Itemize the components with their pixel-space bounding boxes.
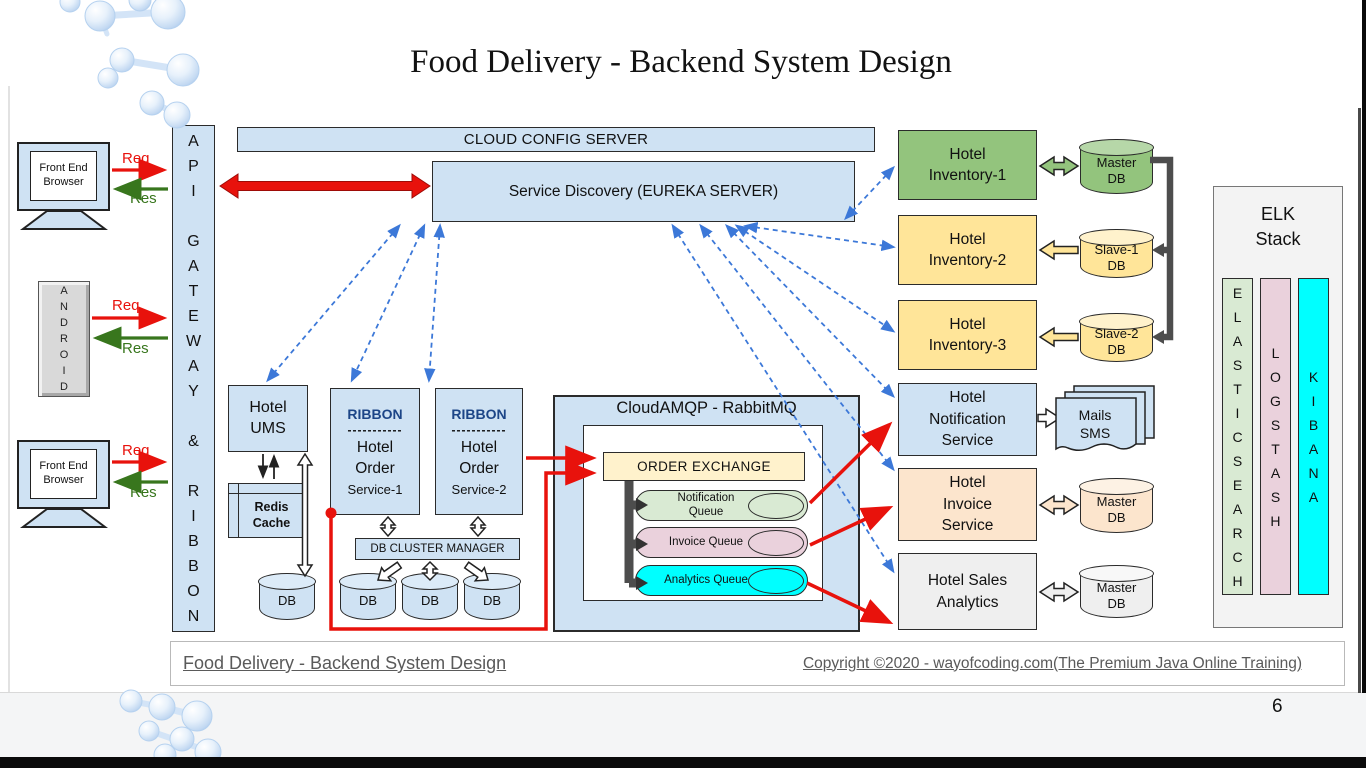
service-discovery-eureka: Service Discovery (EUREKA SERVER) [432,161,855,222]
front-end-browser-2-label: Front End Browser [30,449,97,499]
db-label: Master DB [1096,493,1137,525]
monitor-stand-1 [20,210,108,230]
hotel-inventory-2: Hotel Inventory-2 [898,215,1037,285]
api-gateway-ribbon-label: A P I G A T E W A Y & R I B B O N [185,132,202,625]
order-db-cylinder-2: DB [401,573,459,620]
invoice-master-db: Master DB [1079,478,1154,533]
req-label-1: Req [122,150,150,167]
res-label-3: Res [130,484,157,501]
hotel-ums: Hotel UMS [228,385,308,452]
slave1-inv2-arrow [1038,239,1079,261]
queue-inner-ellipse [748,529,804,556]
db-cluster-manager: DB CLUSTER MANAGER [355,538,520,560]
db-label: DB [358,592,378,608]
front-end-browser-1-label: Front End Browser [30,151,97,201]
notification-mails-arrow [1037,407,1062,429]
kibana-label: K I B A N A [1308,368,1319,505]
service2-manager-arrow [469,515,487,538]
db-label: Slave-1 DB [1094,241,1139,273]
service1-manager-arrow [379,515,397,538]
ribbon-label: RIBBON [451,406,507,423]
order-exchange: ORDER EXCHANGE [603,452,805,481]
ribbon-divider: ----------- [451,423,507,438]
api-gateway-ribbon-bar: A P I G A T E W A Y & R I B B O N [172,125,215,632]
slave2-inv3-arrow [1038,326,1079,348]
notification-queue: Notification Queue [635,490,808,521]
inventory-master-db: Master DB [1079,139,1154,194]
front-end-browser-2: Front End Browser [17,440,110,509]
hotel-sales-analytics: Hotel Sales Analytics [898,553,1037,630]
hotel-notification-service: Hotel Notification Service [898,383,1037,456]
bottom-strip [0,692,1366,757]
elasticsearch-label: E L A S T I C S E A R C H [1232,284,1243,589]
footer-right-text: Copyright ©2020 - wayofcoding.com(The Pr… [802,654,1302,672]
analytics-queue-label: Analytics Queue [664,573,748,586]
footer-bar: Food Delivery - Backend System Design Co… [170,641,1345,686]
db-label: Slave-2 DB [1094,325,1139,357]
hotel-inventory-3: Hotel Inventory-3 [898,300,1037,370]
req-res-arrows [92,158,168,494]
hotel-order-service-2: RIBBON ----------- Hotel Order Service-2 [435,388,523,515]
order-service-2-instance: Service-2 [451,481,507,497]
slide-left-edge [8,86,10,692]
req-label-3: Req [122,442,150,459]
android-label: A N D R O I D [59,285,69,393]
db-label: Master DB [1096,154,1137,186]
cloud-config-server: CLOUD CONFIG SERVER [237,127,875,152]
db-label: DB [482,592,502,608]
right-edge-bar [1362,0,1366,693]
res-label-1: Res [130,190,157,207]
page-number: 6 [1272,696,1283,717]
invoice-queue-label: Invoice Queue [668,535,744,548]
ums-db-cylinder: DB [258,573,316,620]
monitor-stand-2 [20,508,108,528]
order-db-cylinder-3: DB [463,573,521,620]
elasticsearch-bar: E L A S T I C S E A R C H [1222,278,1253,595]
hotel-order-service-1: RIBBON ----------- Hotel Order Service-1 [330,388,420,515]
ribbon-label: RIBBON [347,406,403,423]
res-label-2: Res [122,340,149,357]
queue-inner-ellipse [748,567,804,594]
elk-stack-title: ELK Stack [1255,204,1301,250]
master-slave-replication [1150,156,1174,344]
analytics-queue: Analytics Queue [635,565,808,596]
slave2-db: Slave-2 DB [1079,313,1154,362]
bottom-edge-bar [0,757,1366,768]
queue-inner-ellipse [748,492,804,519]
slave1-db: Slave-1 DB [1079,229,1154,278]
scrollbar-line[interactable] [1358,108,1361,693]
rabbitmq-title: CloudAMQP - RabbitMQ [616,399,797,417]
hotel-inventory-1: Hotel Inventory-1 [898,130,1037,200]
order-service-2-name: Hotel Order [459,439,499,477]
inv1-masterdb-arrow [1038,155,1080,177]
hotel-invoice-service: Hotel Invoice Service [898,468,1037,541]
logstash-bar: L O G S T A S H [1260,278,1291,595]
req-label-2: Req [112,297,140,314]
logstash-label: L O G S T A S H [1270,344,1281,529]
kibana-bar: K I B A N A [1298,278,1329,595]
footer-left-text: Food Delivery - Backend System Design [183,653,507,673]
notification-queue-label: Notification Queue [677,492,735,518]
invoice-masterdb-arrow [1038,494,1080,516]
android-device: A N D R O I D [38,281,90,397]
ribbon-divider: ----------- [347,423,403,438]
order-db-cylinder-1: DB [339,573,397,620]
mails-sms-label: Mails SMS [1078,406,1112,441]
invoice-queue: Invoice Queue [635,527,808,558]
page-title: Food Delivery - Backend System Design [410,44,952,80]
db-label: Master DB [1096,579,1137,611]
sales-masterdb-arrow [1038,581,1080,603]
redis-cache-label: Redis Cache [252,499,291,530]
order-service-1-name: Hotel Order [355,439,395,477]
db-label: DB [420,592,440,608]
front-end-browser-1: Front End Browser [17,142,110,211]
redis-cache: Redis Cache [228,483,305,538]
ums-db-label: DB [277,592,297,608]
order-service-1-instance: Service-1 [347,481,403,497]
gateway-eureka-arrow [219,173,431,199]
sales-master-db: Master DB [1079,565,1154,618]
